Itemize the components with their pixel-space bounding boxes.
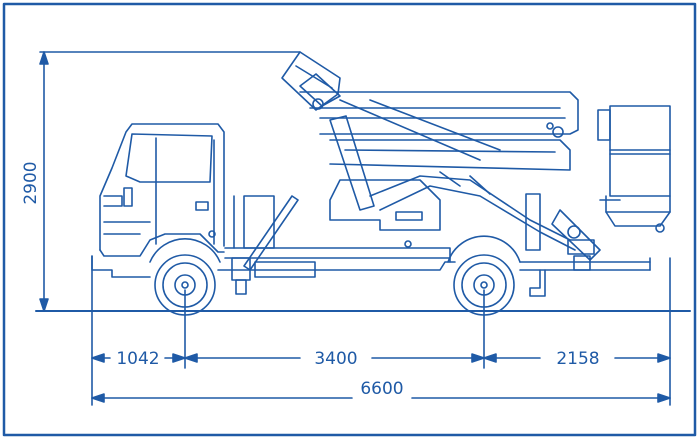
- front-overhang-label: 1042: [116, 349, 159, 369]
- dimension-row-1: [91, 353, 671, 363]
- truck-cab: [99, 123, 225, 257]
- dimension-row-2: [91, 393, 671, 403]
- telescopic-arm: [369, 171, 576, 251]
- upper-boom: [299, 91, 579, 171]
- height-total-label: 2900: [21, 161, 41, 204]
- front-outrigger: [231, 195, 299, 295]
- front-wheel: [149, 238, 221, 316]
- work-basket: [597, 105, 671, 233]
- rear-outrigger: [525, 193, 601, 271]
- boom-head: [281, 51, 341, 111]
- height-dimension: [39, 51, 301, 312]
- length-total-label: 6600: [360, 379, 403, 399]
- dimension-extension-lines: [91, 255, 671, 406]
- rear-overhang-label: 2158: [556, 349, 599, 369]
- wheelbase-label: 3400: [314, 349, 357, 369]
- rear-wheel: [447, 235, 521, 316]
